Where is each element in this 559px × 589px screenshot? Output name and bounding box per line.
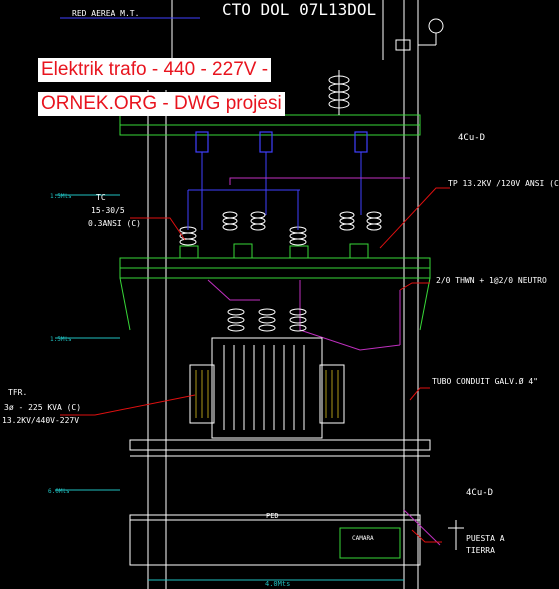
platform [129,439,431,457]
transformer-bushings [227,308,307,332]
leader-lines [60,187,450,543]
thwn-label: 2/0 THWN + 1@2/0 NEUTRO [436,276,547,285]
dimension-1-5-a: 1.5Mts [50,193,72,200]
dimension-4-0: 4.0Mts [265,580,290,588]
tubo-label: TUBO CONDUIT GALV.Ø 4" [432,376,538,386]
left-pole [147,90,167,589]
mid-insulators [179,211,382,246]
dimension-1-5-b: 1.5Mts [50,336,72,343]
camara-label: CAMARA [352,535,374,542]
dimension-lines [55,194,404,581]
dimension-6-0: 6.0Mts [48,488,70,495]
watermark-banner-line-1: Elektrik trafo - 440 - 227V - [38,58,272,82]
street-lamp [395,18,444,51]
tp-label: TP 13.2KV /120V ANSI (C) [448,179,559,188]
top-frame [171,0,384,60]
mid-crossarm [119,257,431,331]
drawing-title: CTO DOL 07L13DOL [222,0,376,19]
instrument-transformers [179,243,369,259]
watermark-banner-line-2: ORNEK.ORG - DWG projesi [38,92,285,116]
tfr-label-2: 3ø - 225 KVA (C) [4,403,81,412]
tfr-label-1: TFR. [8,388,27,397]
blue-wires [187,152,362,230]
tc-label-3: 0.3ANSI (C) [88,219,141,228]
ped-label: PED [266,512,279,520]
transformer-radiator-fill [195,370,339,418]
transformer-body [189,337,345,439]
tfr-label-3: 13.2KV/440V-227V [2,416,79,425]
right-pole [403,0,419,589]
red-aerea-label: RED AEREA M.T. [72,9,139,18]
conductor-4cu-label-2: 4Cu-D [466,488,493,498]
puesta-label-1: PUESTA A [466,534,505,543]
ground-vault [129,509,464,566]
tc-label-1: TC [96,193,106,202]
puesta-label-2: TIERRA [466,546,495,555]
conductor-4cu-label: 4Cu-D [458,133,485,143]
insulator-top [328,70,350,115]
tc-label-2: 15-30/5 [91,206,125,215]
magenta-wires [207,177,410,351]
